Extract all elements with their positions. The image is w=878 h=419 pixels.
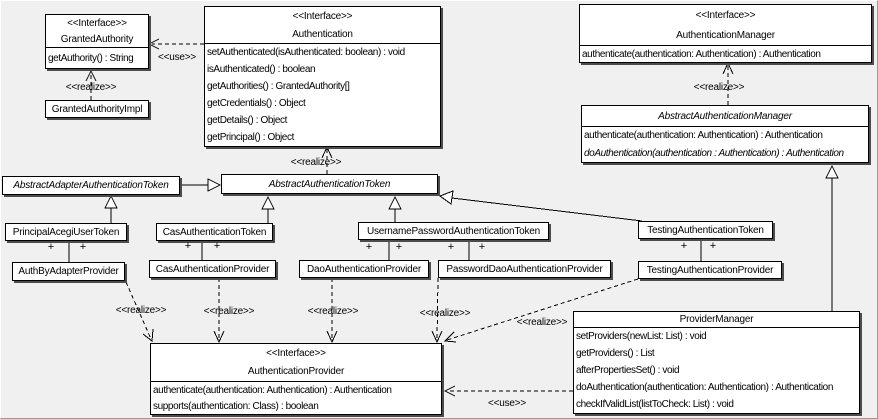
class-testing-authentication-token[interactable]: TestingAuthenticationToken xyxy=(638,221,773,239)
class-password-dao-authentication-provider[interactable]: PasswordDaoAuthenticationProvider xyxy=(438,260,611,278)
use-label: <<use>> xyxy=(157,52,197,63)
multiplicity-plus: + xyxy=(47,241,55,253)
method-label: doAuthentication(authentication: Authent… xyxy=(576,382,833,393)
edge-use-providermanager-authenticationprovider[interactable] xyxy=(443,385,573,397)
class-name: AbstractAuthenticationManager xyxy=(658,110,792,122)
edge-use-authentication-grantedauthority[interactable] xyxy=(147,38,204,50)
realize-label: <<realize>> xyxy=(65,82,117,93)
class-name: TestingAuthenticationToken xyxy=(647,224,764,236)
stereotype-label: <<Interface>> xyxy=(67,17,127,29)
class-authentication-provider[interactable]: <<Interface>> AuthenticationProvider authe… xyxy=(150,343,442,415)
class-name: DaoAuthenticationProvider xyxy=(307,263,421,275)
class-testing-authentication-provider[interactable]: TestingAuthenticationProvider xyxy=(638,261,782,279)
realize-label: <<realize>> xyxy=(290,157,342,168)
class-provider-manager[interactable]: ProviderManager setProviders(newList: Lis… xyxy=(573,311,860,414)
edge-realize-abstractauthenticationmanager[interactable] xyxy=(722,61,734,105)
class-authentication-manager[interactable]: <<Interface>> AuthenticationManager authen… xyxy=(579,4,872,63)
stereotype-label: <<Interface>> xyxy=(266,347,326,359)
method-label: doAuthentication(authentication : Authen… xyxy=(584,147,844,159)
class-abstract-authentication-manager[interactable]: AbstractAuthenticationManager authenticat… xyxy=(581,105,869,163)
class-name: ProviderManager xyxy=(679,314,754,325)
class-principal-acegi-user-token[interactable]: PrincipalAcegiUserToken xyxy=(5,223,127,241)
class-name: AbstractAuthenticationToken xyxy=(268,178,391,190)
class-username-password-authentication-token[interactable]: UsernamePasswordAuthenticationToken xyxy=(358,222,549,240)
class-name: CasAuthenticationToken xyxy=(162,226,267,238)
edge-realize-grantedauthorityimpl[interactable] xyxy=(85,69,97,100)
use-label: <<use>> xyxy=(487,398,527,409)
realize-label: <<realize>> xyxy=(419,308,471,319)
realize-label: <<realize>> xyxy=(307,306,359,317)
class-name: TestingAuthenticationProvider xyxy=(646,264,774,276)
realize-label: <<realize>> xyxy=(693,82,745,93)
edge-realize-daoauthenticationprovider[interactable] xyxy=(326,278,338,344)
multiplicity-plus: + xyxy=(79,241,87,253)
class-granted-authority[interactable]: <<Interface>> GrantedAuthority getAuthorit… xyxy=(45,14,149,69)
multiplicity-plus: + xyxy=(478,241,486,253)
method-label: supports(authentication: Class) : boolea… xyxy=(153,400,319,412)
method-label: authenticate(authentication: Authenticat… xyxy=(582,48,821,60)
class-name: AuthenticationManager xyxy=(676,29,775,41)
method-label: setProviders(newList: List) : void xyxy=(576,331,707,342)
class-abstract-authentication-token[interactable]: AbstractAuthenticationToken xyxy=(221,174,438,194)
method-label: authenticate(authentication: Authenticat… xyxy=(153,384,392,396)
multiplicity-plus: + xyxy=(395,241,403,253)
realize-label: <<realize>> xyxy=(115,305,167,316)
class-name: AuthenticationProvider xyxy=(247,366,345,378)
class-name: CasAuthenticationProvider xyxy=(155,263,270,275)
class-name: Authentication xyxy=(292,28,353,40)
class-name: GrantedAuthority xyxy=(60,33,134,45)
method-label: getAuthorities() : GrantedAuthority[] xyxy=(207,81,350,92)
class-name: PrincipalAcegiUserToken xyxy=(12,226,120,238)
method-label: getProviders() : List xyxy=(576,348,655,359)
edge-gen-principalacegiusertoken[interactable] xyxy=(104,194,118,223)
edge-realize-testingauthenticationprovider[interactable] xyxy=(443,278,639,343)
method-label: checkIfValidList(listToCheck: List) : vo… xyxy=(576,399,734,410)
stereotype-label: <<Interface>> xyxy=(695,9,756,21)
class-name: UsernamePasswordAuthenticationToken xyxy=(366,225,541,237)
method-label: getCredentials() : Object xyxy=(207,98,306,109)
method-label: isAuthenticated() : boolean xyxy=(207,64,316,75)
edge-gen-abstractadapterauthenticationtoken[interactable] xyxy=(180,178,222,192)
edge-realize-abstractauthenticationtoken[interactable] xyxy=(321,145,333,174)
realize-label: <<realize>> xyxy=(203,306,255,317)
class-auth-by-adapter-provider[interactable]: AuthByAdapterProvider xyxy=(12,262,125,281)
class-authentication[interactable]: <<Interface>> Authentication setAuthentica… xyxy=(204,6,441,147)
multiplicity-plus: + xyxy=(184,240,192,252)
class-cas-authentication-provider[interactable]: CasAuthenticationProvider xyxy=(149,260,276,278)
edge-gen-casauthenticationtoken[interactable] xyxy=(261,195,275,223)
multiplicity-plus: + xyxy=(680,240,688,252)
multiplicity-plus: + xyxy=(365,241,373,253)
edge-realize-passworddaoauthenticationprovider[interactable] xyxy=(431,277,443,344)
method-label: getAuthority() : String xyxy=(48,52,134,64)
method-label: getDetails() : Object xyxy=(207,115,287,126)
class-cas-authentication-token[interactable]: CasAuthenticationToken xyxy=(156,223,273,241)
method-label: getPrincipal() : Object xyxy=(207,132,294,143)
class-name: AuthByAdapterProvider xyxy=(18,266,119,277)
method-label: authenticate(authentication: Authenticat… xyxy=(584,130,823,142)
method-label: afterPropertiesSet() : void xyxy=(576,365,680,376)
class-name: GrantedAuthorityImpl xyxy=(51,103,143,115)
class-granted-authority-impl[interactable]: GrantedAuthorityImpl xyxy=(45,100,149,118)
method-label: setAuthenticated(isAuthenticated: boolea… xyxy=(207,47,405,58)
class-dao-authentication-provider[interactable]: DaoAuthenticationProvider xyxy=(299,260,429,278)
edge-realize-casauthenticationprovider[interactable] xyxy=(213,278,225,344)
realize-label: <<realize>> xyxy=(516,317,568,328)
multiplicity-plus: + xyxy=(709,240,717,252)
multiplicity-plus: + xyxy=(447,241,455,253)
multiplicity-plus: + xyxy=(213,240,221,252)
class-name: PasswordDaoAuthenticationProvider xyxy=(446,263,603,275)
edge-gen-providermanager[interactable] xyxy=(825,164,839,311)
class-abstract-adapter-authentication-token[interactable]: AbstractAdapterAuthenticationToken xyxy=(2,176,180,195)
stereotype-label: <<Interface>> xyxy=(292,10,353,22)
class-name: AbstractAdapterAuthenticationToken xyxy=(13,180,169,191)
edge-realize-authbyadapterprovider[interactable] xyxy=(125,281,154,342)
edge-gen-usernamepasswordauthenticationtoken[interactable] xyxy=(388,195,402,222)
edge-gen-testingauthenticationtoken[interactable] xyxy=(438,190,643,222)
